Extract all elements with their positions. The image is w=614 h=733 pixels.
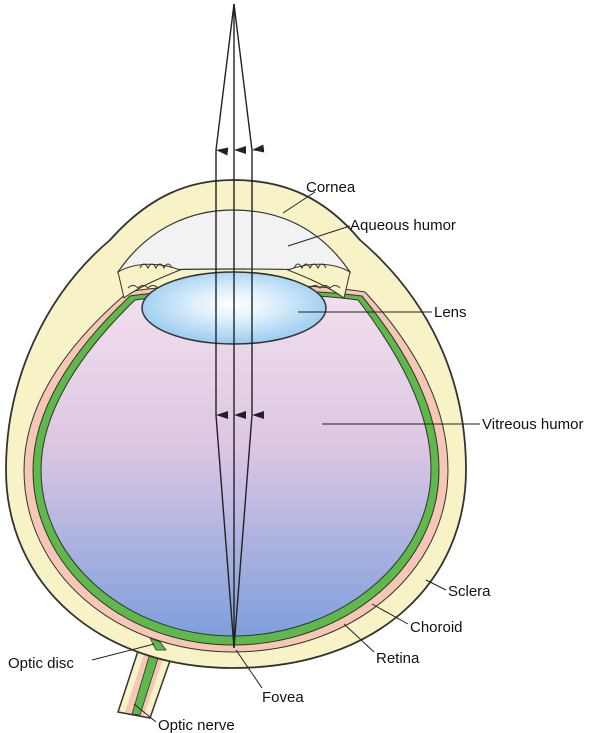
label-optic-nerve: Optic nerve [158,717,235,733]
light-ray-left [216,4,234,150]
label-aqueous-humor: Aqueous humor [350,217,456,234]
label-vitreous-humor: Vitreous humor [482,416,583,433]
label-choroid: Choroid [410,619,463,636]
vitreous-humor-shape [41,294,431,636]
label-optic-disc: Optic disc [8,655,74,672]
label-lens: Lens [434,304,467,321]
label-cornea: Cornea [306,179,356,196]
label-retina: Retina [376,650,420,667]
label-fovea: Fovea [262,689,304,706]
light-ray-right [234,4,252,150]
label-sclera: Sclera [448,583,491,600]
